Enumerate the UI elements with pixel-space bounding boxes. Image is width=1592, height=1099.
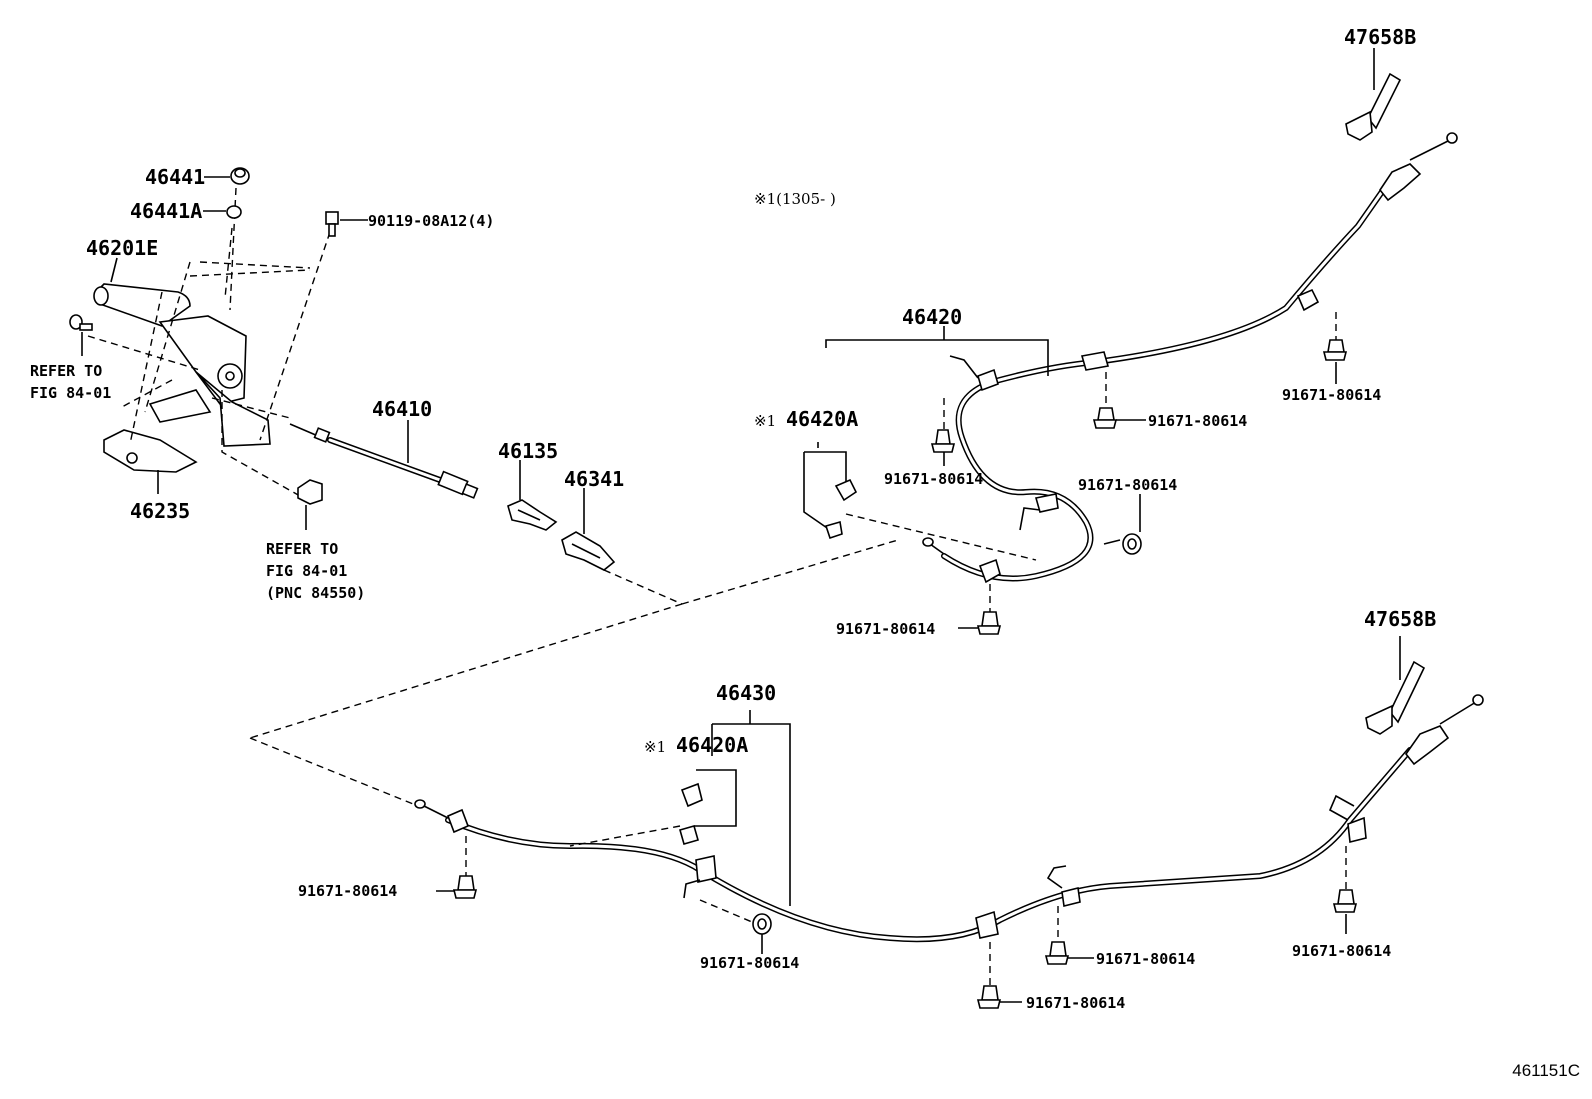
refer-bolt-left xyxy=(69,314,93,331)
clip-46420a-bottom xyxy=(679,782,703,845)
label-47658b-bottom: 47658B xyxy=(1364,607,1436,631)
label-note-range: ※1(1305- ) xyxy=(754,190,836,208)
label-refer-to-b: REFER TO xyxy=(266,540,338,558)
label-refer-to-a: REFER TO xyxy=(30,362,102,380)
label-bolt-1: 91671-80614 xyxy=(884,470,983,488)
label-mark-top: ※1 xyxy=(754,412,776,430)
washer-46441a xyxy=(226,205,242,219)
label-bolt-5: 91671-80614 xyxy=(836,620,935,638)
bolt-upper-1 xyxy=(930,429,956,453)
label-46441a: 46441A xyxy=(130,199,202,223)
label-47658b-top: 47658B xyxy=(1344,25,1416,49)
bracket-47658b-top xyxy=(1345,72,1402,141)
yoke-46341 xyxy=(561,531,616,571)
label-46410: 46410 xyxy=(372,397,432,421)
bolt-90119 xyxy=(325,211,339,237)
label-bolt-4: 91671-80614 xyxy=(1078,476,1177,494)
bracket-47658b-bottom xyxy=(1365,660,1426,735)
label-bolt-8: 91671-80614 xyxy=(1096,950,1195,968)
front-cable-46410 xyxy=(289,423,479,499)
label-mark-bottom: ※1 xyxy=(644,738,666,756)
label-bolt-7: 91671-80614 xyxy=(700,954,799,972)
label-bolt-6: 91671-80614 xyxy=(298,882,397,900)
bolt-lower-5 xyxy=(1332,889,1358,913)
label-46420a-top: 46420A xyxy=(786,407,858,431)
label-46420a-bottom: 46420A xyxy=(676,733,748,757)
label-46235: 46235 xyxy=(130,499,190,523)
equalizer-46135 xyxy=(507,499,558,531)
label-46441: 46441 xyxy=(145,165,205,189)
label-46341: 46341 xyxy=(564,467,624,491)
label-fig-b: FIG 84-01 xyxy=(266,562,347,580)
label-bolt-10: 91671-80614 xyxy=(1292,942,1391,960)
label-46201e: 46201E xyxy=(86,236,158,260)
bolt-lower-3 xyxy=(1044,941,1070,965)
label-46420: 46420 xyxy=(902,305,962,329)
nut-46441 xyxy=(230,167,250,185)
bolt-lower-1 xyxy=(452,875,478,899)
label-bolt-3: 91671-80614 xyxy=(1282,386,1381,404)
label-pnc-b: (PNC 84550) xyxy=(266,584,365,602)
clip-46420a-top xyxy=(824,478,858,540)
clip-pnc-84550 xyxy=(297,479,323,505)
bolt-upper-3 xyxy=(1322,339,1348,361)
rear-cable-46430 xyxy=(414,694,1484,943)
label-46430: 46430 xyxy=(716,681,776,705)
bolt-lower-4 xyxy=(976,985,1002,1009)
label-46135: 46135 xyxy=(498,439,558,463)
rear-cable-46420 xyxy=(922,132,1458,584)
label-90119: 90119-08A12(4) xyxy=(368,212,494,230)
label-bolt-9: 91671-80614 xyxy=(1026,994,1125,1012)
figure-code: 461151C xyxy=(1512,1061,1580,1080)
parking-brake-lever-assembly xyxy=(87,187,331,497)
nut-upper-4 xyxy=(1122,533,1142,555)
label-fig-a: FIG 84-01 xyxy=(30,384,111,402)
label-bolt-2: 91671-80614 xyxy=(1148,412,1247,430)
bolt-upper-5 xyxy=(976,611,1002,635)
bolt-upper-2 xyxy=(1092,407,1118,429)
nut-lower-2 xyxy=(752,913,772,935)
